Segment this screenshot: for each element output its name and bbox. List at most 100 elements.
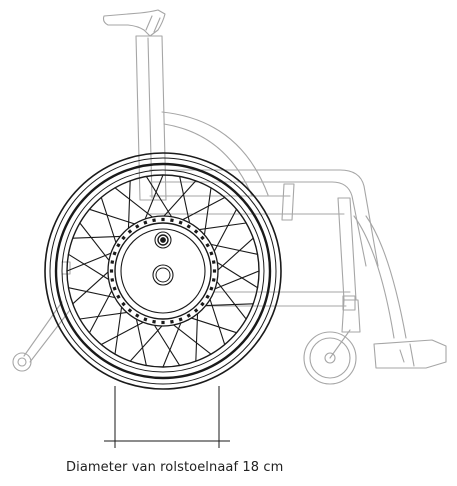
spoke (212, 237, 254, 276)
hub-hole (186, 224, 191, 229)
hub-hole (161, 217, 165, 222)
seat-rail (149, 169, 379, 267)
hub-hole (152, 319, 156, 324)
spoke (67, 287, 123, 300)
quick-release-outer (154, 231, 172, 249)
front-caster-outer (303, 331, 357, 385)
footplate-detail (399, 343, 415, 367)
spoke (158, 180, 197, 222)
hub-hole (200, 235, 205, 241)
hub-hole (170, 319, 174, 324)
push-handle-grip-detail (145, 15, 161, 33)
diagram-caption: Diameter van rolstoelnaaf 18 cm (66, 460, 284, 475)
backrest-upholstery-inner (163, 123, 253, 197)
hub-hole (186, 313, 191, 318)
hub-hole (211, 278, 216, 282)
spoke (114, 299, 124, 355)
anti-tip-wheel-outer (12, 352, 32, 372)
hub-hole (135, 224, 140, 229)
hub-hole (121, 235, 126, 241)
spoke (88, 208, 142, 227)
hub-hole (212, 269, 217, 273)
footplate (373, 339, 447, 369)
front-caster-arm (329, 329, 351, 359)
hub-hole (121, 301, 126, 307)
hub-hole (112, 286, 117, 291)
hub-hole (161, 320, 165, 325)
spoke (207, 292, 226, 346)
spoke (129, 320, 168, 362)
front-caster-inner (309, 337, 351, 379)
anti-tip-bar (23, 301, 71, 363)
hub-hole (209, 286, 214, 291)
hub-hole (135, 313, 140, 318)
backrest-tube-inner (147, 37, 153, 199)
spoke (191, 222, 247, 232)
hub-hole (109, 269, 114, 273)
spoke (184, 315, 238, 334)
spoke (198, 303, 254, 307)
spoke (202, 187, 212, 243)
hub-hole (152, 218, 156, 223)
hub-hole (110, 260, 115, 264)
hub-hole (193, 229, 199, 234)
quick-release-center (160, 237, 166, 243)
hub-body (120, 228, 206, 314)
axle-outer (152, 264, 174, 286)
seat-rail-lower (149, 181, 367, 267)
hub-hole (127, 229, 133, 234)
spoke (100, 196, 119, 250)
hub-flange-inner (114, 222, 212, 320)
hub-hole (143, 317, 148, 322)
hub-hole (200, 301, 205, 307)
hub-hole (116, 294, 121, 299)
tire-inner (49, 157, 277, 385)
axle-inner (155, 267, 171, 283)
spoke (195, 306, 199, 362)
rear-frame-link (61, 261, 71, 275)
footrest-hanger (365, 215, 407, 339)
spoke (162, 316, 184, 368)
spoke (142, 174, 164, 226)
hub-hole (193, 308, 199, 313)
hub-holes (109, 217, 217, 325)
spoke (100, 318, 150, 346)
spoke (167, 320, 212, 355)
front-caster-fork (341, 299, 361, 333)
spoke (79, 310, 135, 320)
spokes (66, 174, 260, 368)
hub-hole (209, 251, 214, 256)
caster-mount (342, 295, 356, 311)
hub-flange-outer (107, 215, 219, 327)
backrest-tube (135, 35, 167, 201)
hub-hole (205, 243, 210, 248)
wheel-rim-outer (61, 169, 265, 373)
front-frame-tube (337, 197, 357, 301)
quick-release-mid (157, 234, 169, 246)
spoke (134, 311, 147, 367)
hub-hole (178, 317, 183, 322)
wheelchair-frame (12, 9, 447, 385)
hub-hole (110, 278, 115, 282)
hub-hole (127, 308, 133, 313)
brake-lever (281, 183, 295, 221)
hand-rim (54, 162, 272, 380)
hub-hole (211, 260, 216, 264)
hub-hole (112, 251, 117, 256)
spoke (145, 175, 176, 224)
spoke (72, 266, 114, 305)
spoke (114, 187, 159, 222)
spoke (210, 258, 259, 289)
hub-hole (143, 220, 148, 225)
spoke (88, 284, 116, 334)
hub-hole (116, 243, 121, 248)
hub-hole (170, 218, 174, 223)
rear-wheel (44, 152, 282, 390)
spoke (72, 235, 128, 239)
spoke (67, 253, 116, 284)
footrest-hanger-front (353, 215, 395, 339)
spoke (179, 175, 192, 231)
spoke (210, 208, 238, 258)
spoke (212, 275, 247, 320)
